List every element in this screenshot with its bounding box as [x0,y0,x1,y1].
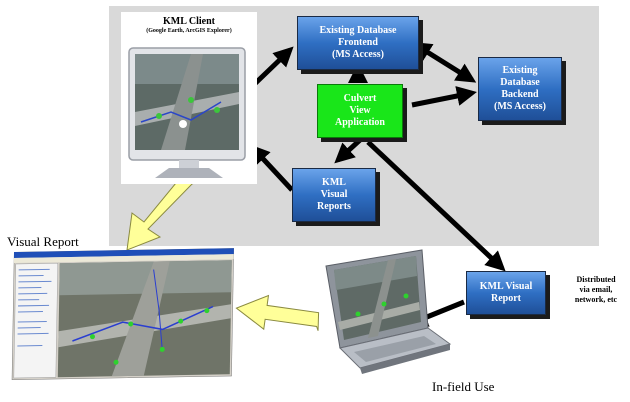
arrow-frontend-backend [411,42,477,83]
kml-reports-line-1: KML [322,177,346,188]
kml-client-subtitle: (Google Earth, ArcGIS Explorer) [146,28,232,34]
arrow-culvert-reports [334,138,362,164]
culvert-line-3: Application [334,117,385,128]
culvert-line-2: View [349,105,371,116]
kml-client-title: KML Client [163,16,215,27]
kml-reports-line-2: Visual [320,189,348,200]
arrow-reports-client [249,144,294,192]
distributed-line-3: network, etc [574,295,618,304]
monitor-icon [128,47,246,178]
frontend-line-3: (MS Access) [332,49,384,60]
distributed-label: Distributed via email, network, etc [565,275,627,305]
culvert-line-1: Culvert [343,93,377,104]
existing-database-frontend-box: Existing Database Frontend (MS Access) [297,16,419,70]
visual-report-label: Visual Report [7,234,79,249]
backend-line-1: Existing [502,65,538,76]
distributed-line-1: Distributed [576,275,616,284]
distributed-line-2: via email, [579,285,613,294]
kml-report-line-2: Report [491,293,521,304]
yellow-arrow-laptop-report [235,294,320,331]
culvert-view-application-box: Culvert View Application [317,84,403,138]
backend-line-2: Database [500,77,540,88]
visual-report-screenshot [11,247,235,381]
backend-line-4: (MS Access) [494,101,546,112]
in-field-use-label: In-field Use [432,379,495,394]
google-earth-window-image [11,247,235,381]
arrow-culvert-backend [411,86,477,108]
kml-report-line-1: KML Visual [479,281,533,292]
frontend-line-2: Frontend [338,37,378,48]
kml-visual-report-box: KML Visual Report [466,271,546,315]
existing-database-backend-box: Existing Database Backend (MS Access) [478,57,562,121]
frontend-line-1: Existing Database [319,25,397,36]
arrow-culvert-report [366,140,506,272]
kml-client-card: KML Client (Google Earth, ArcGIS Explore… [121,12,257,184]
laptop-icon [325,249,452,374]
kml-reports-line-3: Reports [317,201,351,212]
kml-visual-reports-box: KML Visual Reports [292,168,376,222]
backend-line-3: Backend [501,89,539,100]
